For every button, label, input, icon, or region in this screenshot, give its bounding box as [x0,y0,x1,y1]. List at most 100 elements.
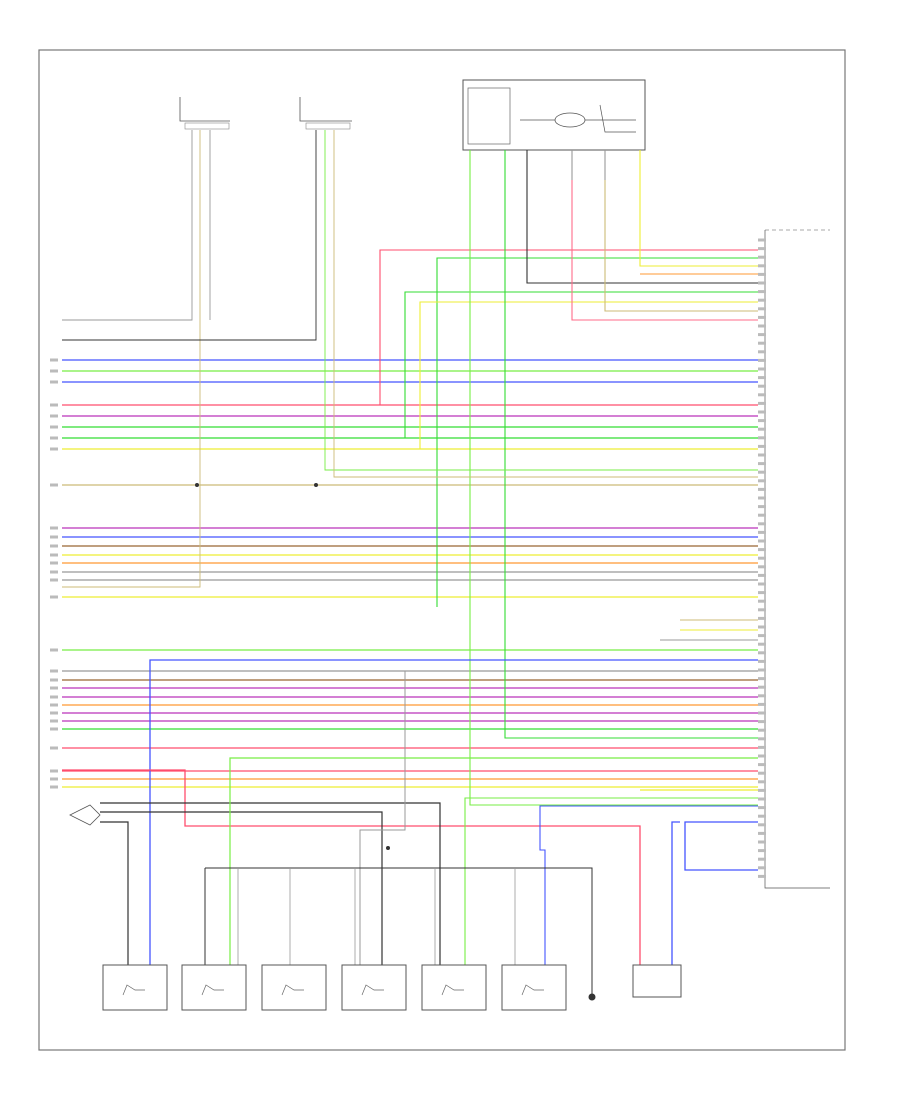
top-left-sensor-2-bracket [299,97,352,122]
right-pin-marker [758,238,766,242]
wire-green-low2 [464,797,758,965]
right-pin-marker [758,780,766,784]
bottom-component-5 [421,964,487,1011]
coil-symbol [521,984,544,996]
right-pin-marker [758,264,766,268]
sensor2-wire-c [333,130,758,478]
wire-blue-long [149,659,758,965]
bottom-module-box [632,964,682,998]
left-pin-marker [50,678,58,682]
right-pin-marker [758,651,766,655]
diagram-frame [38,49,846,1051]
right-pin-marker [758,427,766,431]
right-pin-marker [758,668,766,672]
right-pin-marker [758,556,766,560]
left-pin-marker [50,526,58,530]
right-pin-marker [758,505,766,509]
wire-dark-common [205,867,593,995]
right-pin-marker [758,711,766,715]
right-pin-marker [758,599,766,603]
right-pin-marker [758,453,766,457]
right-pin-marker [758,565,766,569]
wire-green-long [469,180,758,806]
right-pin-marker [758,831,766,835]
left-pin-marker [50,578,58,582]
left-pin-marker [50,695,58,699]
right-pin-marker [758,866,766,870]
right-pin-marker [758,840,766,844]
splice-dot [386,846,390,850]
sensor1-wire-b [62,130,201,588]
right-pin-marker [758,479,766,483]
wire-pink-top [571,180,758,321]
wire-yellow-2 [419,301,758,449]
right-pin-marker [758,788,766,792]
right-pin-marker [758,659,766,663]
right-pin-marker [758,496,766,500]
bottom-component-6 [501,964,567,1011]
bottom-component-2 [181,964,247,1011]
right-pin-marker [758,797,766,801]
component-box [102,964,168,1011]
sensor2-wire-a [62,130,317,341]
right-pin-marker [758,255,766,259]
right-pin-marker [758,806,766,810]
right-pin-marker [758,608,766,612]
right-pin-marker [758,419,766,423]
right-pin-marker [758,350,766,354]
splice-dot [195,483,199,487]
left-pin-marker [50,648,58,652]
right-pin-marker [758,677,766,681]
right-pin-marker [758,573,766,577]
wire-dark-harness-3 [100,821,129,965]
right-pin-marker [758,384,766,388]
wire-dark-harness [100,802,441,965]
left-pin-marker [50,535,58,539]
top-left-sensor-1 [179,97,230,130]
right-pin-marker [758,763,766,767]
right-pin-marker [758,247,766,251]
left-pin-marker [50,553,58,557]
right-pin-marker [758,401,766,405]
right-pin-marker [758,625,766,629]
component-box [181,964,247,1011]
right-pin-marker [758,685,766,689]
right-pin-marker [758,582,766,586]
left-pin-marker [50,425,58,429]
wire-green-mid [504,180,758,739]
left-pin-marker [50,447,58,451]
top-center-actuator [554,112,586,128]
right-pin-marker [758,522,766,526]
right-pin-marker [758,367,766,371]
right-pin-marker [758,720,766,724]
left-pin-marker [50,703,58,707]
component-box [341,964,407,1011]
wire-dark-top [526,180,758,284]
right-pin-marker [758,341,766,345]
left-pin-marker [50,483,58,487]
coil-symbol [441,984,464,996]
pin-label-layer [50,238,766,878]
left-pin-marker [50,570,58,574]
right-pin-marker [758,771,766,775]
left-pin-marker [50,561,58,565]
left-pin-marker [50,686,58,690]
left-pin-marker [50,403,58,407]
coil-symbol [201,984,224,996]
top-left-sensor-2 [299,97,352,130]
wire-green-2 [62,291,758,439]
bottom-component-3 [261,964,327,1011]
right-pin-marker [758,333,766,337]
sensor2-wire-b [324,130,758,471]
top-left-sensor-1-connector [184,122,230,130]
wire-red-upper [62,249,758,406]
top-center-inner-box [467,87,511,145]
coil-symbol [361,984,384,996]
wire-blue-inj [539,805,758,965]
right-pin-marker [758,272,766,276]
right-pin-marker [758,857,766,861]
right-pin-marker [758,410,766,414]
left-pin-marker [50,669,58,673]
